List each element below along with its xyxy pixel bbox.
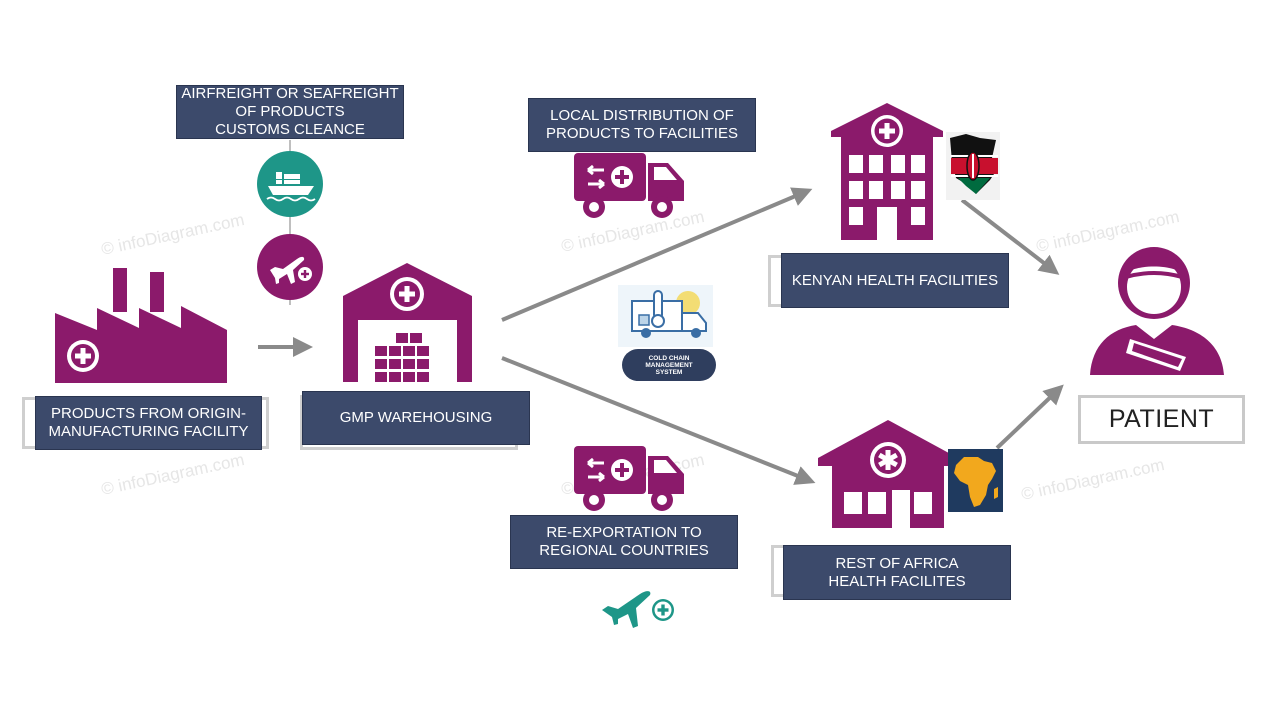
arrow-warehouse-to-africa xyxy=(501,356,816,485)
cold-chain-line1: COLD CHAIN xyxy=(648,354,690,362)
cold-chain-line2: MANAGEMENT xyxy=(645,361,693,369)
airplane-icon xyxy=(602,591,674,628)
warehouse-label-box: GMP WAREHOUSING xyxy=(302,391,530,445)
africa-label-box: REST OF AFRICA HEALTH FACILITES xyxy=(783,545,1011,600)
origin-label-line2: MANUFACTURING FACILITY xyxy=(48,423,249,440)
airplane-icon xyxy=(257,234,323,300)
origin-label-box: PRODUCTS FROM ORIGIN- MANUFACTURING FACI… xyxy=(35,396,262,450)
origin-label-line1: PRODUCTS FROM ORIGIN- xyxy=(51,405,246,422)
local-distribution-line2: PRODUCTS TO FACILITIES xyxy=(546,125,738,142)
arrow-warehouse-to-kenya xyxy=(501,187,813,322)
kenyan-label-box: KENYAN HEALTH FACILITIES xyxy=(781,253,1009,308)
delivery-truck-icon xyxy=(574,446,684,511)
cold-chain-icon xyxy=(618,285,713,347)
clinic-icon xyxy=(818,420,958,528)
freight-label-line3: CUSTOMS CLEANCE xyxy=(215,121,365,138)
warehouse-label: GMP WAREHOUSING xyxy=(339,409,493,426)
local-distribution-line1: LOCAL DISTRIBUTION OF xyxy=(550,107,734,124)
local-distribution-label-box: LOCAL DISTRIBUTION OF PRODUCTS TO FACILI… xyxy=(528,98,756,152)
hospital-icon xyxy=(831,103,943,240)
cold-chain-badge: COLD CHAIN MANAGEMENT SYSTEM xyxy=(622,349,716,381)
africa-label-line1: REST OF AFRICA xyxy=(835,554,959,572)
reexport-line1: RE-EXPORTATION TO xyxy=(546,524,702,541)
kenyan-label: KENYAN HEALTH FACILITIES xyxy=(791,271,999,289)
factory-icon xyxy=(55,268,227,383)
reexport-line2: REGIONAL COUNTRIES xyxy=(539,542,709,559)
freight-label-line2: OF PRODUCTS xyxy=(235,103,345,120)
africa-map-icon xyxy=(948,449,1003,512)
delivery-truck-icon xyxy=(574,153,684,218)
freight-label-line1: AIRFREIGHT OR SEAFREIGHT xyxy=(181,85,399,102)
kenya-flag-map-icon xyxy=(946,132,1000,200)
reexport-label-box: RE-EXPORTATION TO REGIONAL COUNTRIES xyxy=(510,515,738,569)
freight-label-box: AIRFREIGHT OR SEAFREIGHT OF PRODUCTS CUS… xyxy=(176,85,404,139)
patient-icon xyxy=(1090,247,1224,375)
africa-label-line2: HEALTH FACILITES xyxy=(828,572,966,590)
ship-icon xyxy=(257,151,323,217)
arrow-africa-to-patient xyxy=(995,384,1064,450)
warehouse-icon xyxy=(343,263,472,382)
arrow-kenya-to-patient xyxy=(960,198,1060,275)
cold-chain-line3: SYSTEM xyxy=(655,368,683,376)
patient-label: PATIENT xyxy=(1078,395,1245,444)
